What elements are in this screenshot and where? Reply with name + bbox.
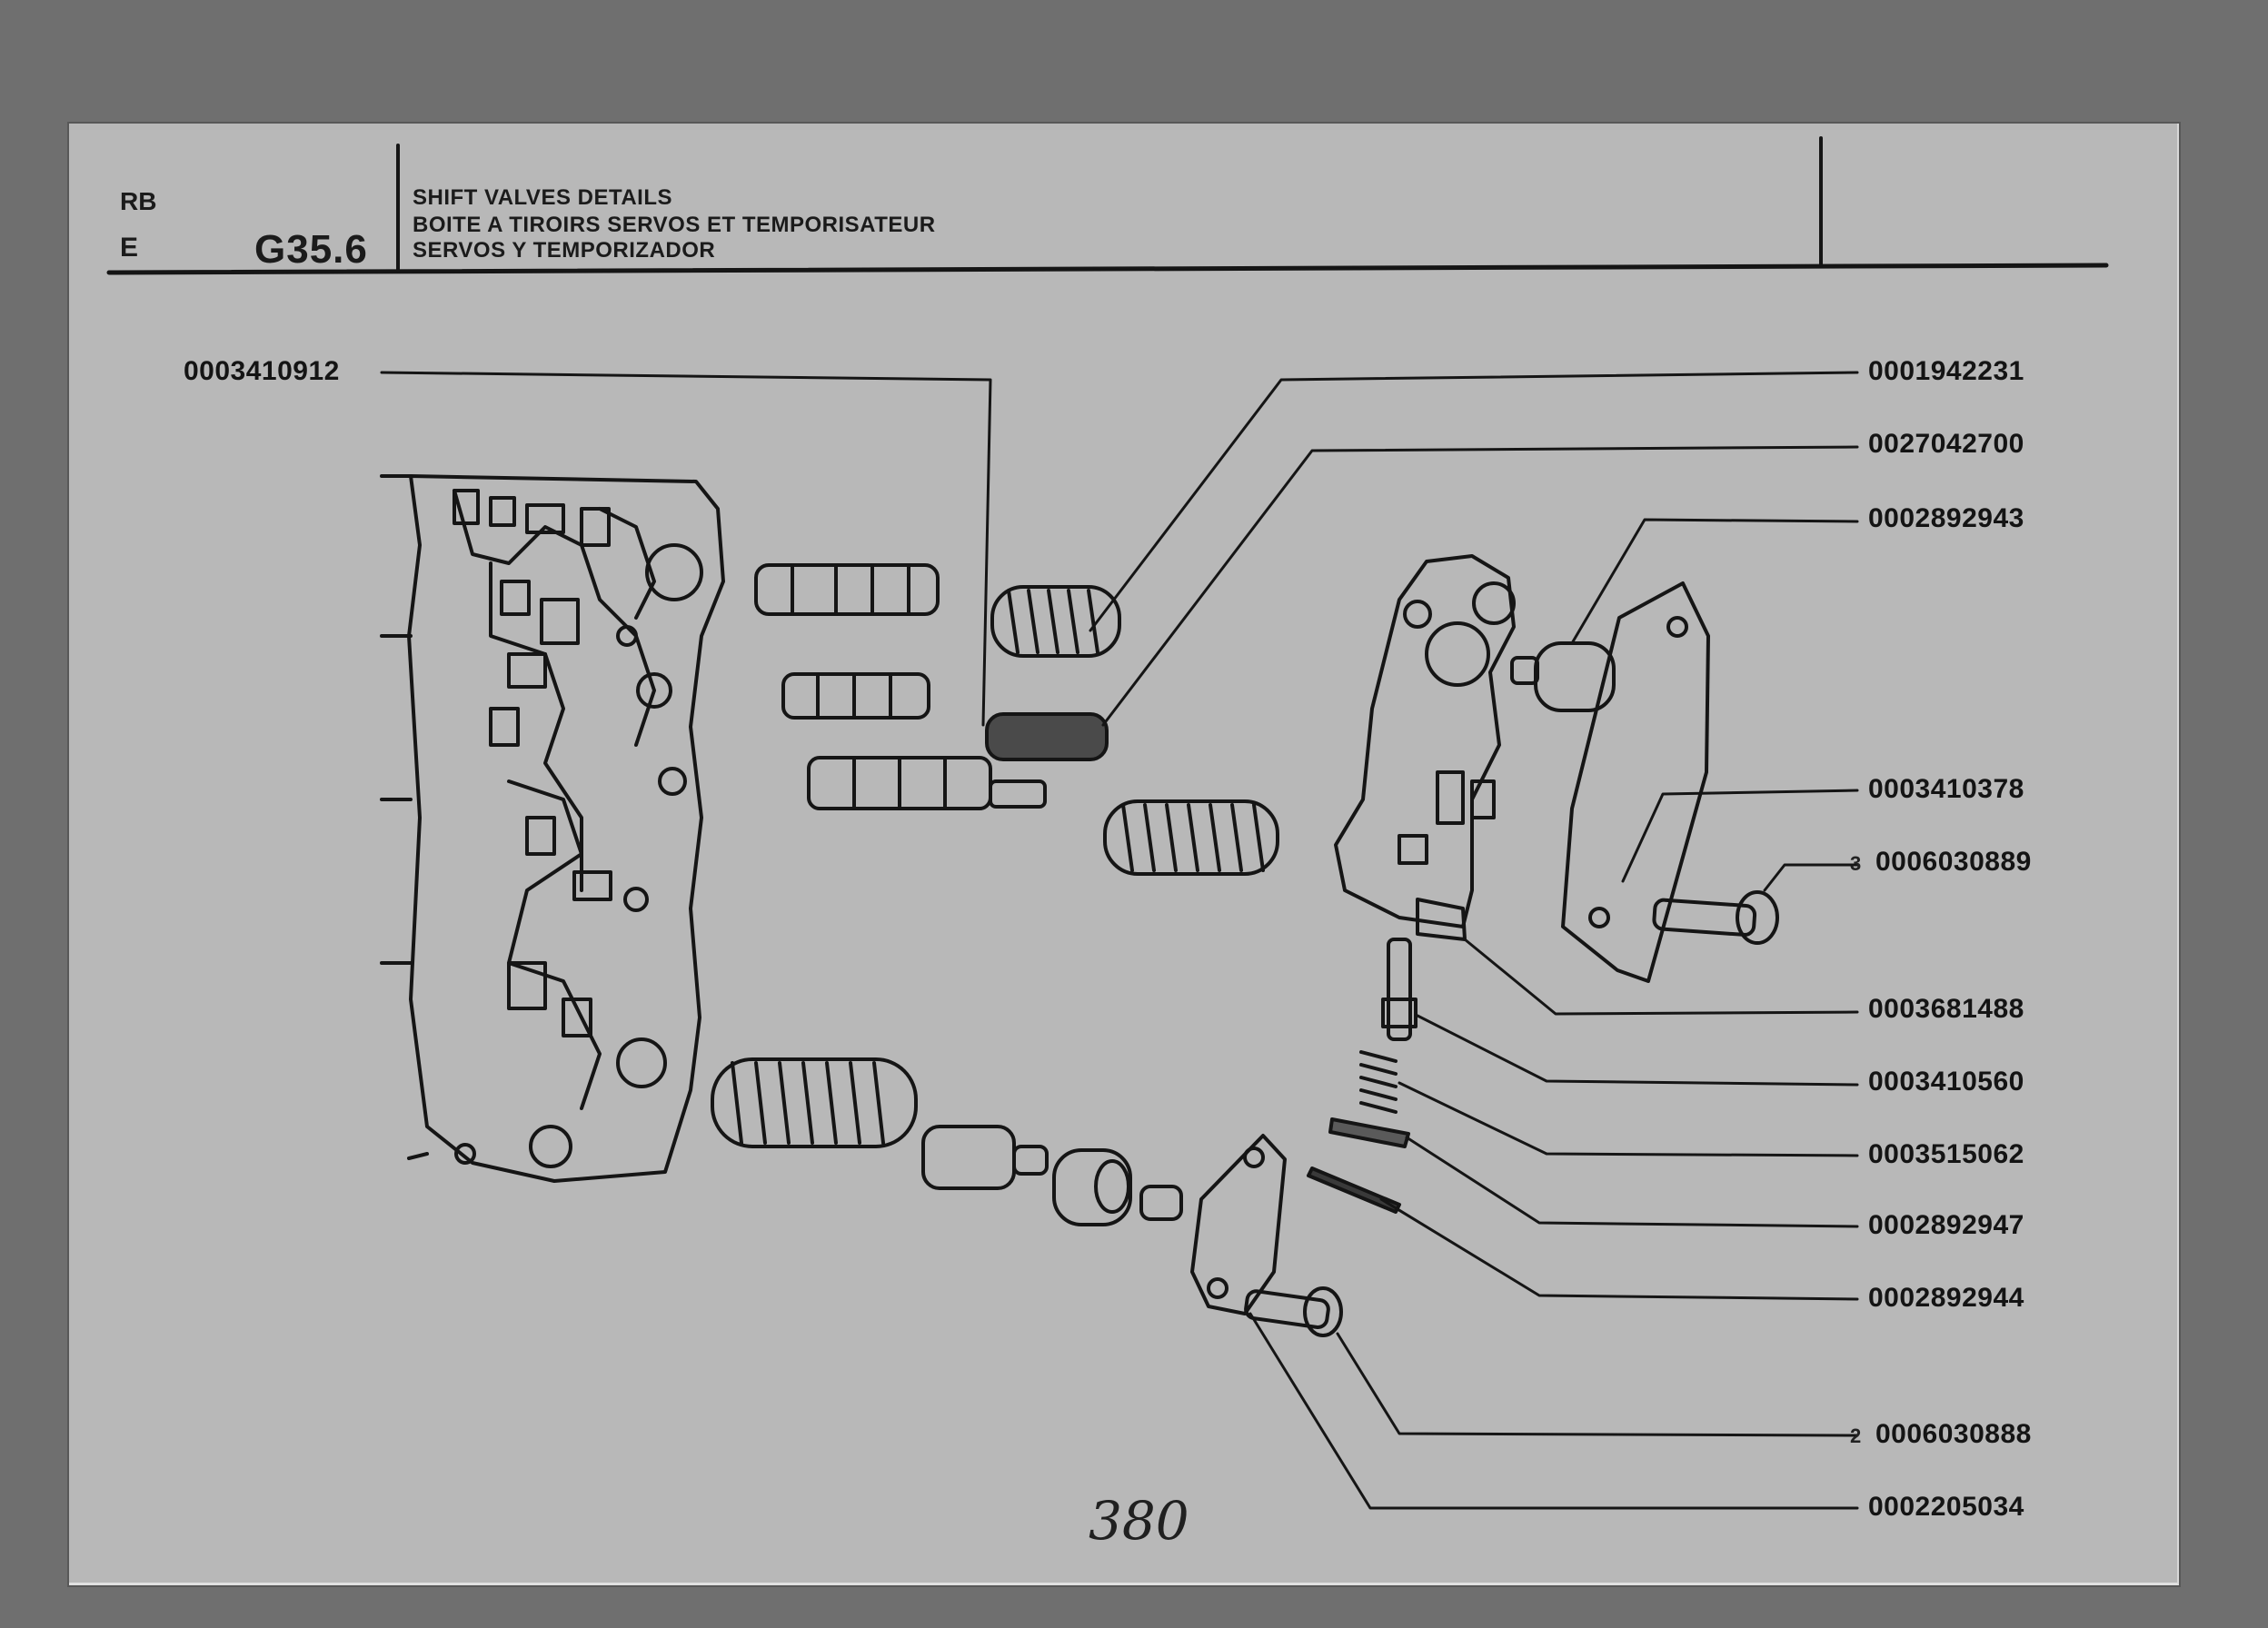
shift-valve-3 [807, 756, 1047, 810]
quantity-screw-lower: 2 [1850, 1424, 1862, 1447]
timer-plunger [921, 1125, 1049, 1190]
catalog-sheet [69, 124, 2179, 1585]
title-french: BOITE A TIROIRS SERVOS ET TEMPORISATEUR [413, 213, 936, 237]
part-label-seal-ring: 0003515062 [1868, 1139, 2024, 1169]
part-label-servo-piston: 0002892943 [1868, 503, 2024, 533]
language-code-bottom: E [120, 233, 139, 263]
part-label-servo-spring: 0003410560 [1868, 1067, 2024, 1097]
servo-cover-plate [1561, 581, 1710, 983]
leader-lines [380, 371, 1859, 1510]
part-label-gasket: 0002892944 [1868, 1283, 2024, 1313]
valve-body [380, 474, 725, 1183]
servo-spring [1359, 1050, 1398, 1114]
quantity-screw-upper: 3 [1850, 852, 1862, 875]
timer-cover-gasket [1190, 1134, 1287, 1315]
title-english: SHIFT VALVES DETAILS [413, 185, 673, 210]
part-label-cover-plate: 0003410378 [1868, 774, 2024, 804]
spring-lower [711, 1057, 918, 1148]
part-label-valve-body: 0003410912 [184, 356, 340, 386]
page-number: 380 [1089, 1490, 1189, 1552]
timer-pin [1139, 1185, 1183, 1221]
servo-seal-ring [1328, 1117, 1410, 1148]
spring-middle [1103, 799, 1279, 876]
part-label-screw-upper: 0006030889 [1875, 847, 2032, 877]
shift-valve-2 [781, 672, 930, 720]
cover-screw-lower [1244, 1286, 1343, 1337]
servo-body [1334, 554, 1516, 941]
cover-screw-upper [1652, 890, 1779, 945]
part-label-screw-lower: 0006030888 [1875, 1419, 2032, 1449]
language-code-top: RB [120, 187, 157, 215]
timer-cup [1052, 1148, 1132, 1226]
figure-number: G35.6 [254, 227, 368, 272]
spring-upper [990, 585, 1121, 658]
shift-valve-1 [754, 563, 940, 616]
plug-upper [985, 712, 1109, 761]
part-label-spring-upper: 0001942231 [1868, 356, 2024, 386]
title-spanish: SERVOS Y TEMPORIZADOR [413, 238, 716, 263]
part-label-timer-cover: 0002205034 [1868, 1492, 2024, 1522]
header-rule [106, 263, 2109, 275]
part-label-servo-stem: 0003681488 [1868, 994, 2024, 1024]
part-label-washer: 0002892947 [1868, 1210, 2024, 1240]
part-label-plug: 0027042700 [1868, 429, 2024, 459]
servo-stem [1381, 938, 1418, 1041]
servo-piston [1510, 641, 1616, 712]
servo-washer [1307, 1166, 1401, 1214]
